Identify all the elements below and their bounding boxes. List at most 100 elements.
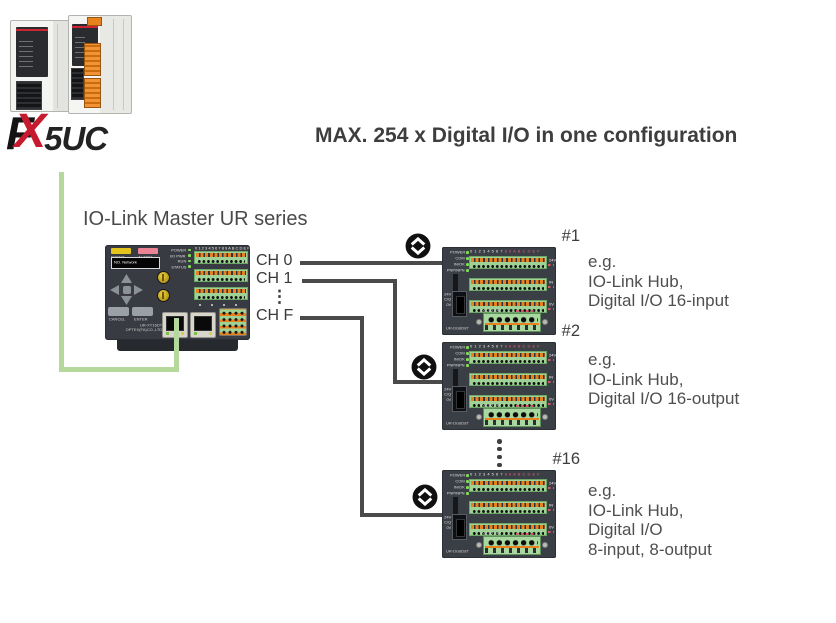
plc-terminal-block	[16, 81, 42, 110]
master-series-label: IO-Link Master UR series	[83, 208, 308, 230]
dot	[497, 439, 502, 444]
hub-model-text: UR-DG8D8T	[446, 326, 469, 331]
terminal-numbers-8-f: 8 9 A B C D E F	[504, 248, 541, 254]
plc-orange-connector	[84, 43, 101, 76]
channel-label-chf: CH F	[256, 307, 294, 324]
plc-red-stripe	[72, 26, 98, 28]
desc-line: IO-Link Hub,	[588, 500, 684, 520]
port-led-yellow	[181, 332, 184, 335]
terminal-row	[469, 373, 547, 386]
cable-strip	[453, 274, 458, 294]
hub-led-label: PNP/NPN	[447, 363, 465, 368]
io-link-icon	[412, 484, 438, 510]
desc-line: Digital I/O 16-input	[588, 291, 729, 310]
hub1-description: e.g. IO-Link Hub, Digital I/O 16-input	[588, 252, 729, 311]
event-button	[111, 248, 131, 254]
led-indicator	[466, 492, 469, 495]
port-led-yellow	[209, 332, 212, 335]
terminal-numbers-0-7: 0 1 2 3 4 5 6 7	[470, 343, 504, 349]
dpad-right-button	[134, 285, 143, 295]
io-link-hub-device: POWER COM IN/OK PNP/NPN 0 1 2 3 4 5 6 7 …	[442, 247, 556, 335]
hub-power-connector	[452, 514, 467, 540]
red-mark-decor	[548, 308, 554, 310]
channel-ellipsis: ⋮	[271, 287, 288, 306]
connector-teeth	[485, 325, 539, 330]
ethernet-port-2	[190, 312, 216, 338]
hub-right-label-in: IN	[549, 503, 553, 508]
terminal-row	[469, 479, 547, 492]
dpad-up-button	[121, 274, 132, 283]
red-mark-decor	[516, 533, 536, 535]
plc-module-right	[68, 15, 132, 114]
connector-teeth	[485, 420, 539, 425]
screw-icon	[476, 414, 482, 420]
master-led-label: I/O PWR	[170, 253, 186, 259]
master-body: EVENT ALARM NO. Network POWER I/O PWR RU…	[105, 245, 250, 340]
plc-label-decor	[19, 37, 33, 67]
dpad-down-button	[121, 296, 132, 305]
hub-led-label: COM	[455, 256, 465, 261]
hub-bottom-label: 0V C/Q 24V	[480, 531, 502, 536]
port-led-green	[166, 332, 169, 335]
hub-right-label-24v: 24V	[549, 481, 557, 486]
rotary-knob	[157, 289, 170, 302]
hub-right-label-in: IN	[549, 375, 553, 380]
led-indicator	[466, 480, 469, 483]
hub-model-text: UR-DG8D8T	[446, 421, 469, 426]
green-cable-to-port	[174, 318, 179, 372]
hub-led-label: IN/OK	[454, 262, 465, 267]
terminal-row	[469, 351, 547, 364]
hub-bottom-label: 0V C/Q 24V	[480, 308, 502, 313]
master-display: NO. Network	[111, 257, 160, 269]
connector-label: 0V	[446, 397, 451, 402]
connector-teeth	[485, 548, 539, 553]
dpad-center-button	[122, 286, 131, 294]
connector-orange-stripe	[485, 418, 539, 421]
led-indicator	[188, 248, 191, 252]
hub-connector-labels: 24V C/Q 0V	[444, 387, 451, 403]
io-link-hub-1: #1 POWER COM IN/OK PNP/NPN 0 1 2 3 4 5 6…	[442, 227, 580, 335]
connector-holes	[486, 410, 538, 418]
led-indicator	[466, 257, 469, 260]
io-link-hub-device: POWER COM IN/OK PNP/NPN 0 1 2 3 4 5 6 7 …	[442, 342, 556, 430]
alarm-button	[138, 248, 158, 254]
desc-line: e.g.	[588, 481, 617, 500]
red-mark-decor	[548, 286, 554, 288]
enter-button	[132, 307, 153, 316]
led-indicator	[188, 265, 191, 268]
hub-number-label: #1	[561, 227, 580, 245]
hub-right-label-24v: 24V	[549, 353, 557, 358]
hub-right-label-in: IN	[549, 280, 553, 285]
hub-right-label-0v: 0V	[549, 397, 554, 402]
led-indicator	[188, 259, 191, 263]
case-seam	[113, 19, 114, 110]
hub-green-connector	[476, 313, 548, 333]
connector-label: 24V	[443, 515, 451, 520]
hub-power-connector	[452, 386, 467, 412]
dot	[497, 462, 502, 468]
logo-suffix: 5UC	[44, 120, 108, 157]
led-indicator	[466, 358, 469, 361]
desc-line: e.g.	[588, 252, 617, 271]
hub-power-connector	[452, 291, 467, 317]
chf-line-h1	[300, 316, 364, 320]
plc-red-stripe	[16, 29, 48, 31]
red-mark-decor	[516, 310, 536, 312]
terminal-row	[469, 278, 547, 291]
alarm-button-label: ALARM	[138, 255, 152, 260]
ch1-line-h2	[393, 380, 442, 384]
plc-label-decor	[75, 34, 85, 58]
display-text: NO. Network	[114, 260, 137, 265]
hub-number-label: #16	[552, 450, 580, 468]
chf-line-h2	[360, 513, 442, 517]
cancel-button	[108, 307, 129, 316]
hub-led-label: PNP/NPN	[447, 268, 465, 273]
rj45-slot	[194, 316, 212, 331]
red-mark-decor	[516, 405, 536, 407]
connector-label: C/Q	[443, 297, 451, 302]
io-link-hub-device: POWER COM IN/OK PNP/NPN 0 1 2 3 4 5 6 7 …	[442, 470, 556, 558]
hub-number-label: #2	[561, 322, 580, 340]
hub-led-label: COM	[455, 479, 465, 484]
hub-ellipsis-dots	[497, 439, 502, 468]
